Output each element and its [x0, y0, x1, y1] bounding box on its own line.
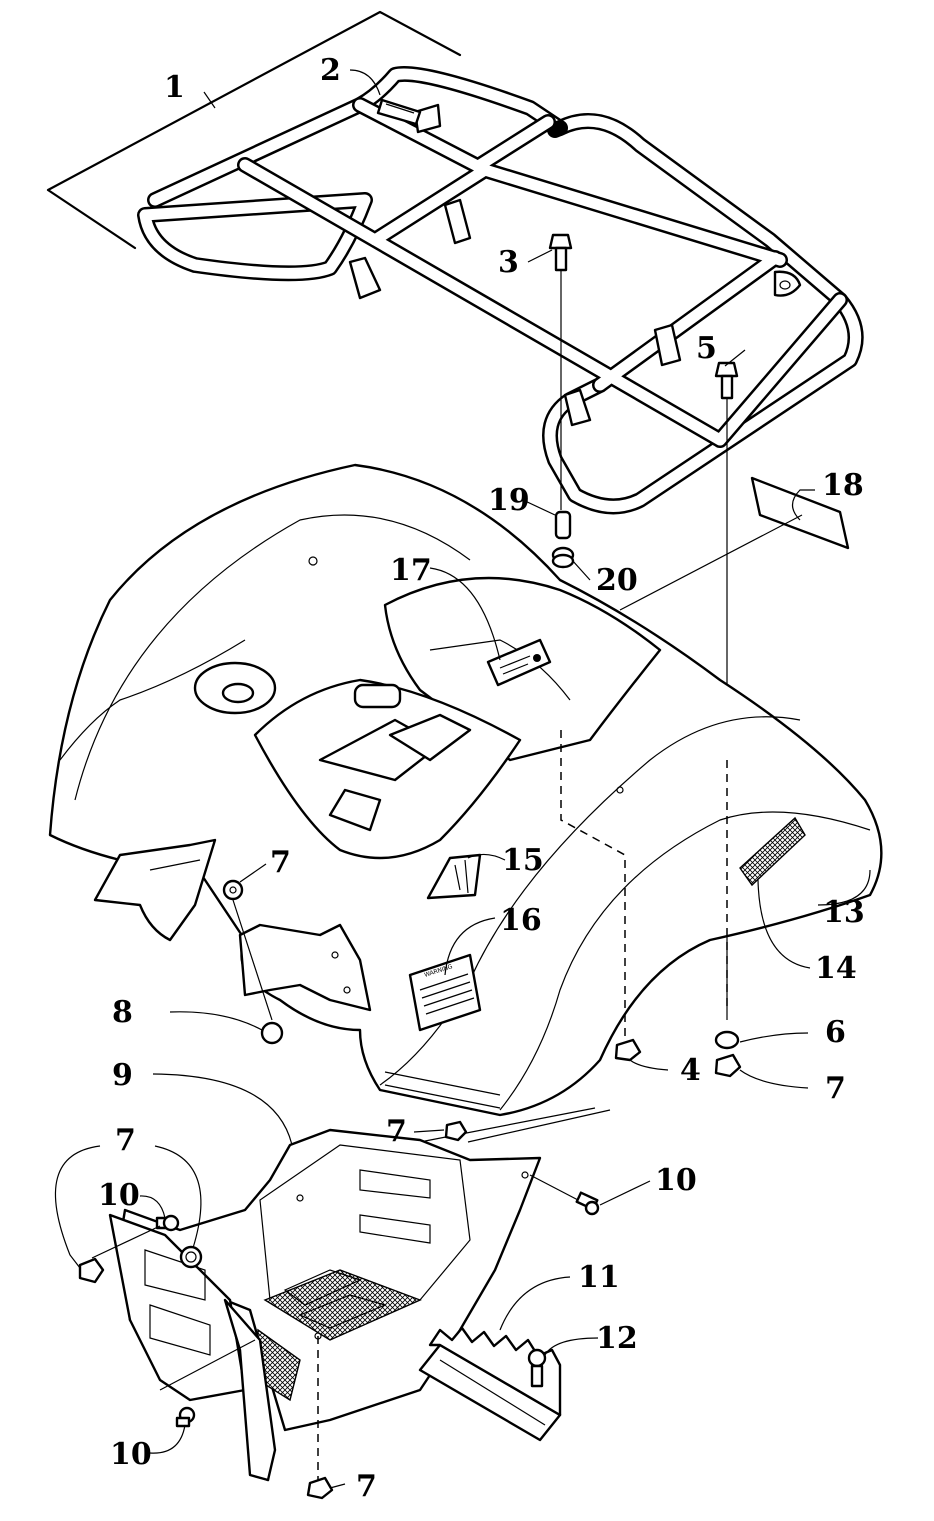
- callout-12: 12: [596, 1321, 638, 1356]
- callout-7-right: 7: [825, 1071, 846, 1106]
- callout-7-bottom: 7: [356, 1469, 377, 1504]
- decal-17: [486, 638, 552, 687]
- callout-15: 15: [502, 843, 544, 878]
- bolt-3: [548, 233, 573, 510]
- callout-13: 13: [823, 895, 865, 930]
- nut-4: [614, 1038, 642, 1062]
- nut-7-bottom: [306, 1476, 334, 1500]
- callout-4: 4: [680, 1053, 701, 1088]
- callout-7-mid: 7: [386, 1114, 407, 1149]
- callout-5: 5: [696, 331, 717, 366]
- callout-10-lower: 10: [110, 1437, 152, 1472]
- spacer-19: [554, 510, 572, 540]
- callout-19: 19: [488, 483, 530, 518]
- callout-10-right: 10: [655, 1163, 697, 1198]
- callout-2: 2: [320, 53, 341, 88]
- callout-14: 14: [815, 951, 857, 986]
- callout-17: 17: [390, 553, 432, 588]
- footrest-11: [418, 1326, 562, 1442]
- screw-10-upper-left: [91, 1214, 180, 1259]
- screw-12: [527, 1348, 547, 1388]
- callout-1: 1: [164, 70, 185, 105]
- callout-labels: 1 2 3 5 18 19 20 17 15 16 13 14 7 8 6 4 …: [98, 53, 865, 1504]
- callout-18: 18: [822, 468, 864, 503]
- nut-7-left-center: [179, 1245, 203, 1269]
- washer-6: [714, 1030, 740, 1050]
- washer-8: [260, 1021, 284, 1045]
- nut-7-right: [714, 1053, 742, 1078]
- callout-3: 3: [498, 245, 519, 280]
- callout-11: 11: [578, 1260, 620, 1295]
- callout-16: 16: [500, 903, 542, 938]
- screw-10-right: [529, 1174, 600, 1216]
- callout-20: 20: [596, 563, 638, 598]
- callout-7-left: 7: [115, 1123, 136, 1158]
- rear-fender: WARNING: [48, 463, 883, 1117]
- callout-10-upper-left: 10: [98, 1178, 140, 1213]
- decal-18: [750, 476, 850, 550]
- grommet-20: [551, 546, 575, 569]
- nut-7-far-left: [78, 1257, 105, 1284]
- nut-7-mid: [444, 1120, 468, 1142]
- callout-9: 9: [112, 1058, 133, 1093]
- callout-8: 8: [112, 995, 133, 1030]
- callout-6: 6: [825, 1015, 846, 1050]
- rear-rack: [46, 10, 864, 515]
- reflector-14: [739, 816, 806, 887]
- leader-lines: [54, 69, 871, 1489]
- callout-7-upper: 7: [270, 845, 291, 880]
- screw-10-lower: [175, 1406, 196, 1428]
